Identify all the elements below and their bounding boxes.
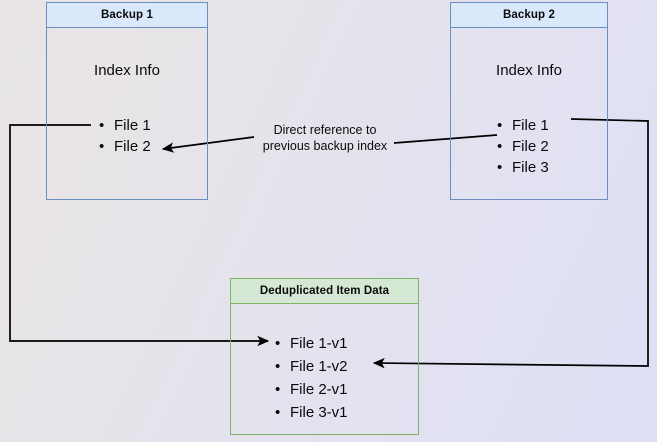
list-item: File 1 [99,115,151,136]
edge-label-line-2: previous backup index [262,139,388,153]
list-item: File 2 [99,136,151,157]
list-item: File 1 [497,115,549,136]
node-backup-2-title: Index Info [496,62,562,79]
node-backup-2[interactable]: Backup 2 Index Info File 1 File 2 File 3 [450,2,608,200]
list-item: File 3-v1 [275,401,348,424]
node-backup-1-header: Backup 1 [47,3,207,28]
list-item: File 1-v1 [275,332,348,355]
node-deduplicated-item-data[interactable]: Deduplicated Item Data File 1-v1 File 1-… [230,278,419,435]
node-backup-1-item-list: File 1 File 2 [99,115,151,157]
node-deduplicated-item-data-header: Deduplicated Item Data [231,279,418,304]
node-deduplicated-item-list: File 1-v1 File 1-v2 File 2-v1 File 3-v1 [275,332,348,424]
node-backup-2-item-list: File 1 File 2 File 3 [497,115,549,178]
node-backup-1[interactable]: Backup 1 Index Info File 1 File 2 [46,2,208,200]
node-deduplicated-item-data-body: File 1-v1 File 1-v2 File 2-v1 File 3-v1 [231,304,418,434]
list-item: File 2-v1 [275,378,348,401]
node-backup-2-body: Index Info File 1 File 2 File 3 [451,28,607,199]
node-backup-1-body: Index Info File 1 File 2 [47,28,207,199]
list-item: File 1-v2 [275,355,348,378]
node-backup-1-title: Index Info [94,62,160,79]
list-item: File 2 [497,136,549,157]
list-item: File 3 [497,157,549,178]
edge-label-direct-reference: Direct reference to previous backup inde… [243,122,407,154]
edge-label-line-1: Direct reference to [273,123,377,137]
node-backup-2-header: Backup 2 [451,3,607,28]
